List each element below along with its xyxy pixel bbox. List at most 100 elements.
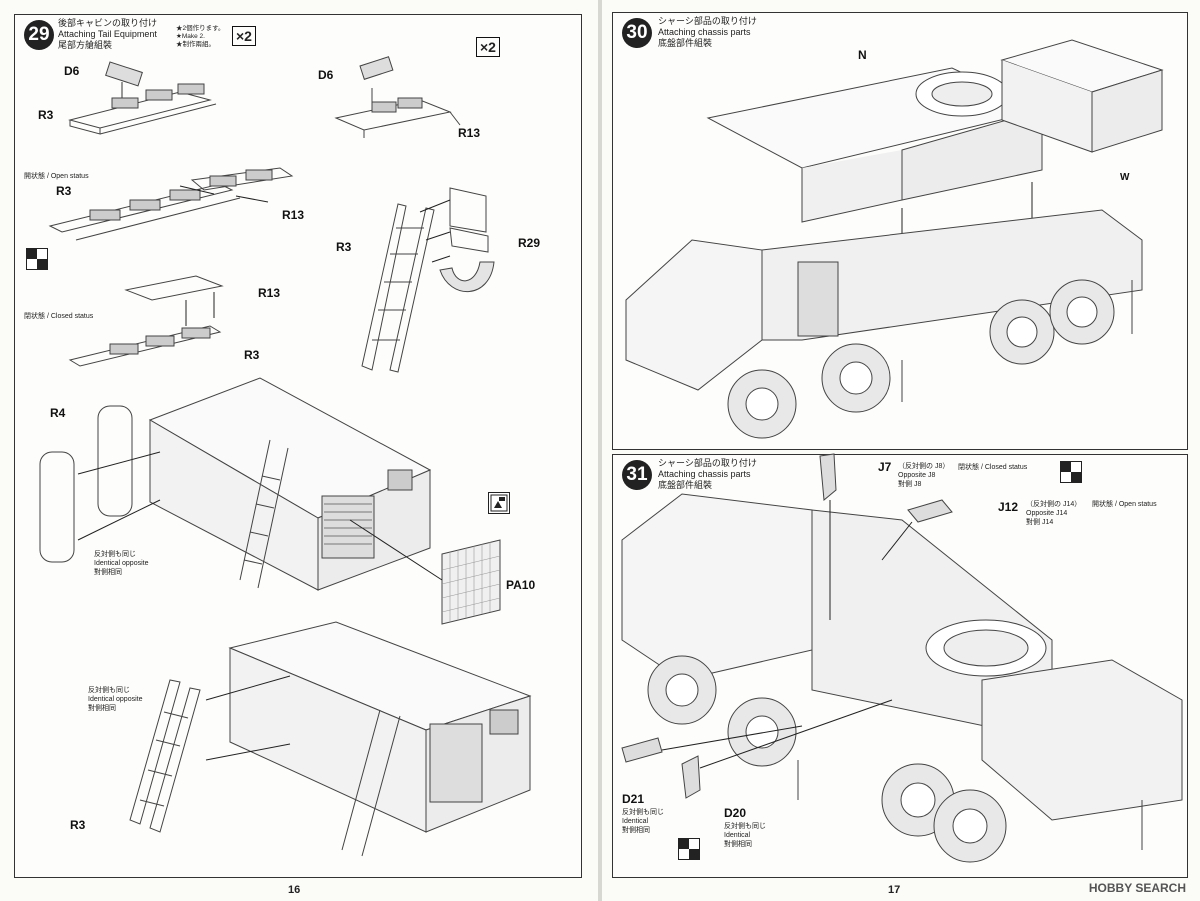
step-title-jp: シャーシ部品の取り付け [658,16,757,26]
identical-jp: 反対側も同じ [88,687,130,694]
j7-note-en: Opposite J8 [898,472,936,479]
j12-note-cn: 對側 J14 [1026,519,1054,526]
step-title-jp: シャーシ部品の取り付け [658,458,757,468]
note-line: ★2個作ります。 [176,25,225,32]
step-subtitle: 底盤部件組裝 [658,480,713,490]
label-r29: R29 [518,236,541,250]
identical-note-1: 反対側も同じ Identical opposite 對側相同 [94,550,148,577]
chassis-illustration [621,39,1183,863]
j7-note-jp: （反対側の J8） [898,463,950,470]
identical-en: Identical opposite [94,560,149,567]
j7-part [819,453,837,501]
r13-part-c [124,275,224,301]
step-title-en: Attaching chassis parts [658,27,751,37]
d20-note-jp: 反対側も同じ [724,823,766,830]
label-r3-e: R3 [70,818,86,832]
cabin-box-2 [228,621,532,857]
step-subtitle: 尾部方艙組裝 [58,40,113,50]
identical-note-2: 反対側も同じ Identical opposite 對側相同 [88,686,142,713]
r3-part-a [68,83,217,135]
label-d6-b: D6 [318,68,334,82]
multiplier-badge: ×2 [232,26,256,46]
label-r4: R4 [50,406,66,420]
label-pa10: PA10 [506,578,536,592]
identical-cn: 對側相同 [94,569,122,576]
j12-note-jp: （反対側の J14） [1026,501,1082,508]
label-r3-d: R3 [244,348,260,362]
truck-30 [625,209,1143,439]
label-n: N [858,48,867,62]
open-status-label: 開状態 / Open status [24,173,89,180]
label-r3-b: R3 [56,184,72,198]
hobby-search-watermark: HOBBY SEARCH [1088,881,1186,895]
r3-part-c [68,325,222,367]
d6-part-a [105,61,143,87]
step-title-jp: 後部キャビンの取り付け [58,18,158,28]
step-subtitle: 底盤部件組裝 [658,38,713,48]
step-30-number: 30 [622,18,652,48]
d21-note-jp: 反対側も同じ [622,809,664,816]
identical-en: Identical opposite [88,696,143,703]
r4-rails [39,405,133,563]
label-d21: D21 [622,792,645,806]
note-line: ★制作兩組。 [176,41,215,48]
step-29-illustration [39,56,532,857]
label-w: W [1120,172,1130,183]
diagonal-check-icon [26,248,48,270]
d20-note-cn: 對側相同 [724,841,752,848]
left-page: 29 後部キャビンの取り付け Attaching Tail Equipment … [0,0,598,901]
part-n-body [706,67,1044,223]
identical-cn: 對側相同 [88,705,116,712]
closed-status-label: 閉状態 / Closed status [24,313,94,320]
j12-note-en: Opposite J14 [1026,510,1068,517]
j7-note: （反対側の J8） Opposite J8 對側 J8 [898,462,949,489]
r29-bracket [439,187,495,293]
label-j12: J12 [998,500,1019,514]
identical-jp: 反対側も同じ [94,551,136,558]
step-31-title: シャーシ部品の取り付け Attaching chassis parts 底盤部件… [658,458,757,491]
label-r13-a: R13 [458,126,481,140]
paint-icon [488,492,510,514]
step-31-number: 31 [622,460,652,490]
d21-part [621,737,663,763]
d20-note-en: Identical [724,832,751,839]
r13-part-b [190,167,294,191]
pa10-mesh [441,539,501,625]
multiplier-badge-2: ×2 [476,37,500,57]
label-d6-a: D6 [64,64,80,78]
label-r3-a: R3 [38,108,54,122]
d20-note: 反対側も同じ Identical 對側相同 [724,822,766,849]
d6-part-b [359,56,394,80]
page-number-17: 17 [888,884,901,896]
label-r13-c: R13 [258,286,281,300]
diagonal-check-icon [1060,461,1082,483]
r3-ladder [361,203,435,373]
step-29-title: 後部キャビンの取り付け Attaching Tail Equipment 尾部方… [58,18,157,51]
page-number-16: 16 [288,884,301,896]
step-title-en: Attaching Tail Equipment [58,29,157,39]
r13-part-a [334,97,461,138]
d21-note-cn: 對側相同 [622,827,650,834]
truck-31 [621,493,1183,863]
closed-status-label-31: 閉状態 / Closed status [958,464,1028,471]
d20-part [681,755,701,799]
make-two-note: ★2個作ります。 ★Make 2. ★制作兩組。 [176,25,224,49]
diagonal-check-icon [678,838,700,860]
r3-ladder-2 [129,679,201,833]
j12-part [907,499,953,523]
right-page: 30 シャーシ部品の取り付け Attaching chassis parts 底… [602,0,1200,901]
note-line: ★Make 2. [176,33,205,40]
label-d20: D20 [724,806,747,820]
j12-note: （反対側の J14） Opposite J14 對側 J14 [1026,500,1081,527]
label-j7: J7 [878,460,892,474]
d21-note-en: Identical [622,818,649,825]
step-30-title: シャーシ部品の取り付け Attaching chassis parts 底盤部件… [658,16,757,49]
label-r13-b: R13 [282,208,305,222]
j7-note-cn: 對側 J8 [898,481,922,488]
r3-part-b [48,183,241,241]
step-title-en: Attaching chassis parts [658,469,751,479]
part-w-box [1000,39,1164,153]
page-gutter [598,0,602,901]
open-status-label-31: 開状態 / Open status [1092,501,1157,508]
label-r3-c: R3 [336,240,352,254]
